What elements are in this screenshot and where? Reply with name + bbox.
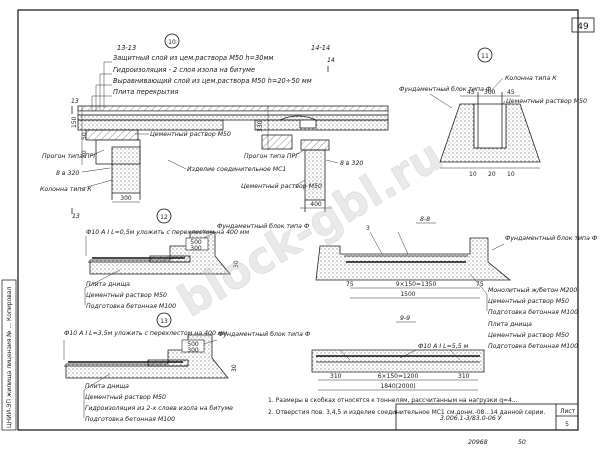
dim-50: 50 [81,132,88,140]
sheet-label: Лист [560,408,576,415]
d11-dim-20: 20 [488,171,496,178]
detail-12-marker [156,208,172,224]
s8-dim-1500: 1500 [400,291,415,298]
detail-10-marker [164,33,180,49]
d13-legend-3: Подготовка бетонная М100 [85,415,175,423]
section-13-title: 13-13 [117,44,136,52]
d12-legend-0: Плита днища [86,281,130,288]
s9-dim-310-right: 310 [458,373,470,380]
note-leveling-layer: Выравнивающий слой из цем.раствора М50 h… [113,77,312,85]
dim-150: 150 [71,116,78,128]
detail-10-number: 10 [168,39,176,46]
d13-legend-0: Плита днища [85,383,129,390]
note-slab: Плита перекрытия [113,88,179,96]
detail-13-marker [156,312,172,328]
dim-330: 330 [257,120,264,132]
note-protective-layer: Защитный слой из цем.раствора М50 h=30мм [113,54,273,62]
section-9-title: 9-9 [400,315,410,322]
detail-11-number: 11 [481,53,489,60]
label-foundation-d12: Фундаментный блок типа Ф [217,222,310,230]
label-cement-d11: Цементный раствор М50 [506,98,587,105]
section-13-mark-bottom: 13 [72,213,80,220]
drawing-code: 3.006.1-3/83.0-06 У [440,415,503,422]
label-foundation-s8: Фундаментный блок типа Ф [505,234,598,242]
note-waterproofing: Гидроизоляция - 2 слоя изола на битуме [113,66,255,74]
note-rebar-d13: Ф10 А I L=3,5м уложить с перехлестом на … [64,330,228,337]
s9-legend-1: Цементный раствор М50 [488,332,569,339]
label-girder-right: Прогон типа ПРГ [244,153,299,160]
title-block [395,403,579,431]
d13-dim-500: 500 [187,341,199,348]
d13-legend-2: Гидроизоляция из 2-х слоев изола на биту… [85,404,233,412]
label-angle-right: 8 в 320 [340,160,363,167]
s8-legend-1: Цементный раствор М50 [488,298,569,305]
label-column-d11: Колонна типа К [505,75,557,82]
dim-300: 300 [120,195,132,202]
s9-dim-1200: 6×150=1200 [378,373,419,380]
s8-dim-75-right: 75 [476,281,484,288]
s9-legend-0: Плита днища [488,321,532,328]
s9-dim-total: 1840(2000) [380,383,415,390]
dim-80: 80 [81,150,88,158]
s9-legend-2: Подготовка бетонная М100 [488,342,578,350]
d12-legend-2: Подготовка бетонная М100 [86,302,176,310]
side-stamp-text: ЦНИИ-ЭП жилища лицензия № ... Копировал [6,287,13,428]
detail-13-number: 13 [160,318,168,325]
section-14-title: 14-14 [311,44,330,52]
inventory-number: 20968 [468,439,488,446]
section-8-title: 8-8 [420,216,430,223]
d13-dim-30: 30 [231,364,238,372]
side-stamp [1,279,17,431]
d12-dim-500: 500 [190,239,202,246]
label-angle-left: 8 в 320 [56,170,79,177]
label-column-left: Колонна типа К [40,186,92,193]
s8-rebar-mark: 3 [366,225,370,232]
d13-dim-300: 300 [187,347,199,354]
section-14-mark-top: 14 [327,57,335,64]
s9-dim-310-left: 310 [330,373,342,380]
footnote-2: 2. Отверстия пов. 3,4,5 и изделие соедин… [268,409,545,416]
detail-11-marker [477,47,493,63]
d12-legend-1: Цементный раствор М50 [86,292,167,299]
dim-400: 400 [310,201,322,208]
label-connector: Изделие соединительное МС1 [187,166,286,173]
d12-dim-30: 30 [233,260,240,268]
note-rebar-d12: Ф10 А I L=0,5м уложить с перехлестом на … [86,229,250,236]
d11-dim-10-right: 10 [507,171,515,178]
footnote-1: 1. Размеры в скобках относятся к тоннеля… [268,397,518,404]
s8-legend-2: Подготовка бетонная М100 [488,308,578,316]
section-13-mark-top: 13 [71,98,79,105]
s8-dim-1350: 9×150=1350 [396,281,437,288]
label-cement-d10: Цементный раствор М50 [150,131,231,138]
sheet-frame [17,9,579,431]
label-girder-left: Прогон типа ПРГ [42,153,97,160]
label-cement-2: Цементный раствор М50 [241,183,322,190]
sheet-number: 5 [565,421,569,428]
d12-dim-300: 300 [190,245,202,252]
d11-dim-45-right: 45 [507,89,515,96]
label-foundation-d13: Фундаментный блок типа Ф [218,330,311,338]
s8-legend-0: Монолитный ж/бетон М200 [488,286,577,294]
d11-dim-45-left: 45 [467,89,475,96]
detail-12-number: 12 [160,214,168,221]
d11-dim-10-left: 10 [469,171,477,178]
d13-legend-1: Цементный раствор М50 [85,394,166,401]
label-foundation-d11: Фундаментный блок типа Ф [399,85,492,93]
page-number: 49 [577,22,589,32]
s8-dim-75-left: 75 [346,281,354,288]
note-rebar-s9: Ф10 А I L=5,5 м [418,343,469,350]
inventory-suffix: 50 [518,439,526,446]
d11-dim-300: 300 [484,89,496,96]
